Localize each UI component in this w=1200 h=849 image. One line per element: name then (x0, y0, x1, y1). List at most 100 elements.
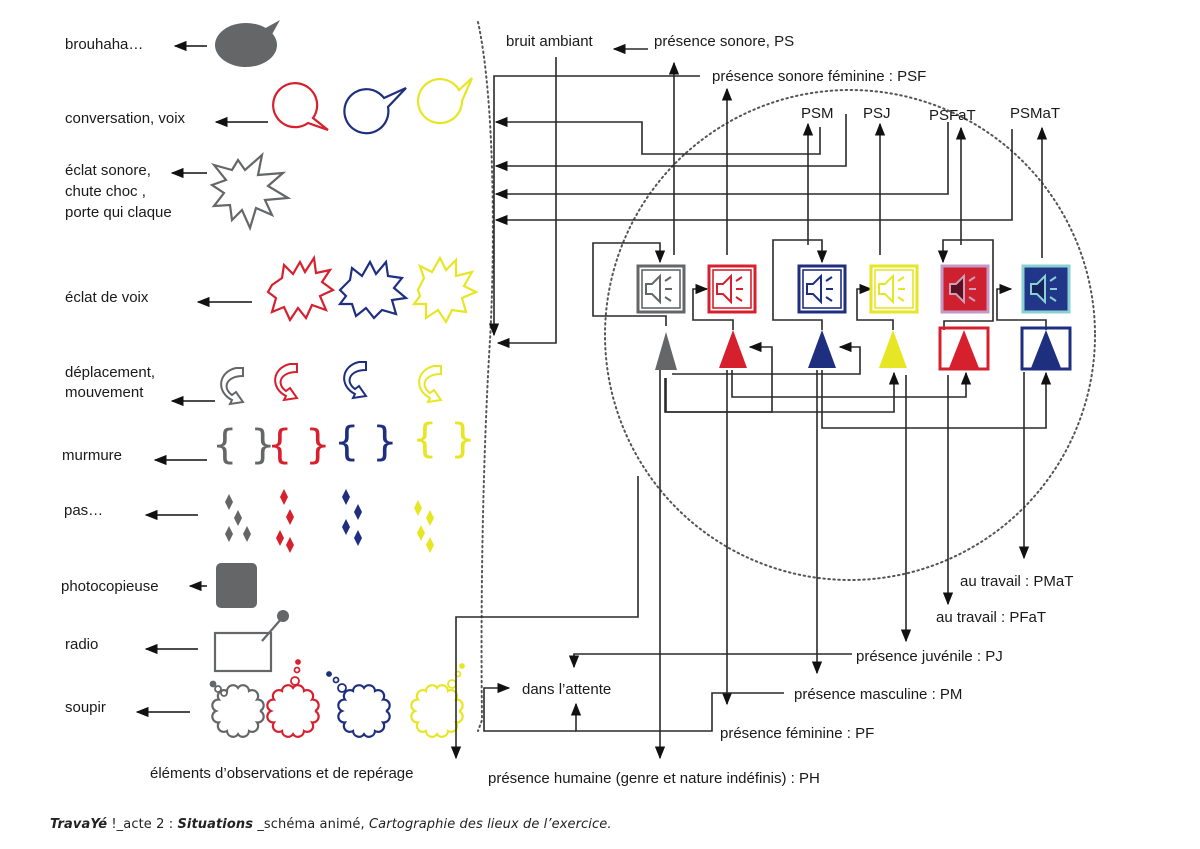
figure-caption: TravaYé !_acte 2 : Situations _schéma an… (50, 817, 612, 832)
label-psm: PSM (801, 105, 834, 122)
legend-item-brouhaha: brouhaha… (65, 20, 280, 67)
svg-text:{ }: { } (334, 419, 398, 465)
svg-text:{ }: { } (412, 416, 476, 462)
legend: brouhaha… conversation, voix éclat sonor… (61, 20, 479, 782)
diamond-mark (286, 537, 294, 553)
svg-text:{ }: { } (267, 422, 331, 468)
legend-item-pas: pas… (64, 489, 434, 553)
svg-text:{ }: { } (212, 422, 276, 468)
cloud-bubble (459, 663, 465, 669)
presence-triangle-icon (938, 326, 990, 371)
caption-part2: _schéma animé, (253, 817, 369, 832)
presence-triangle-icon (719, 330, 747, 368)
photocopier-square-icon (216, 563, 257, 608)
curved-arrow-icon (220, 361, 443, 406)
caption-situations: Situations (177, 817, 254, 832)
label-pmat: au travail : PMaT (960, 573, 1073, 590)
cloud-bubble (332, 676, 340, 684)
caption-title: TravaYé (50, 817, 108, 832)
diamond-mark (280, 489, 288, 505)
label-ph: présence humaine (genre et nature indéfi… (488, 770, 820, 787)
speaker-icon (636, 264, 686, 314)
cloud-shape (266, 684, 320, 738)
legend-label-brouhaha: brouhaha… (65, 36, 143, 53)
cloud-shape (410, 684, 464, 738)
diamond-mark (286, 509, 294, 525)
cloud-bubble (326, 671, 332, 677)
cloud-bubble (295, 659, 301, 665)
legend-item-eclat-sonore: éclat sonore, chute choc , porte qui cla… (65, 152, 292, 232)
cloud-bubble (337, 683, 347, 693)
legend-label-murmure: murmure (62, 447, 122, 464)
legend-label-conversation: conversation, voix (65, 110, 186, 127)
diamond-mark (342, 489, 350, 505)
speaker-icon (869, 264, 919, 314)
speech-bubble-filled-icon (215, 20, 280, 67)
jagged-burst-icon (266, 254, 479, 325)
diamond-mark (276, 530, 284, 546)
cloud-bubble (220, 689, 228, 697)
caption-part1: !_acte 2 : (107, 817, 178, 832)
diamond-mark (417, 525, 425, 541)
legend-item-murmure: murmure { } { } { } { } (62, 416, 476, 468)
diamond-mark (426, 510, 434, 526)
legend-label-radio: radio (65, 636, 98, 653)
radio-antenna-icon (213, 610, 289, 673)
legend-item-photocopieuse: photocopieuse (61, 563, 257, 608)
thought-cloud-icon (209, 659, 465, 738)
legend-label-eclat-sonore-1: éclat sonore, (65, 162, 151, 179)
speaker-icon (1021, 264, 1071, 314)
label-dans-attente: dans l’attente (522, 681, 611, 698)
legend-label-pas: pas… (64, 502, 103, 519)
diamond-mark (414, 500, 422, 516)
presences (655, 326, 1072, 371)
legend-item-deplacement: déplacement, mouvement (65, 361, 443, 407)
legend-label-eclat-sonore-2: chute choc , (65, 183, 146, 200)
legend-label-deplacement-2: mouvement (65, 384, 144, 401)
legend-footer-label: éléments d’observations et de repérage (150, 765, 414, 782)
label-pfat: au travail : PFaT (936, 609, 1046, 626)
diamond-mark (225, 526, 233, 542)
presence-triangle-icon (879, 330, 907, 368)
caption-subtitle: Cartographie des lieux de l’exercice. (369, 817, 612, 832)
cloud-shape (211, 684, 265, 738)
label-presence-sonore-feminine: présence sonore féminine : PSF (712, 68, 926, 85)
presence-triangle-icon (655, 332, 677, 370)
diamond-mark (426, 537, 434, 553)
speech-bubble-icon (272, 77, 474, 135)
label-psfat: PSFaT (929, 107, 976, 124)
diamond-mark (225, 494, 233, 510)
diamond-mark (234, 510, 242, 526)
label-psmat: PSMaT (1010, 105, 1060, 122)
label-psj: PSJ (863, 105, 891, 122)
zone-dotted-circle (604, 89, 1096, 581)
legend-label-soupir: soupir (65, 699, 106, 716)
braces-icon: { } { } { } { } (212, 416, 476, 468)
separator-dotted-curve (477, 21, 494, 732)
legend-label-photocopieuse: photocopieuse (61, 578, 159, 595)
cloud-bubble (209, 680, 217, 688)
speaker-icon (707, 264, 757, 314)
label-pm: présence masculine : PM (794, 686, 962, 703)
speakers (636, 264, 1071, 314)
presence-triangle-icon (808, 330, 836, 368)
wiring (450, 43, 1052, 760)
cloud-bubble (214, 685, 222, 693)
diamond-mark (243, 526, 251, 542)
cloud-shape (337, 684, 391, 738)
cloud-bubble (290, 676, 300, 686)
cloud-bubble (447, 679, 457, 689)
legend-label-deplacement-1: déplacement, (65, 364, 155, 381)
diagram-labels: bruit ambiant présence sonore, PS présen… (488, 33, 1073, 787)
speaker-icon (797, 264, 847, 314)
diamond-mark (354, 504, 362, 520)
diamond-mark (342, 519, 350, 535)
legend-label-eclat-voix: éclat de voix (65, 289, 149, 306)
label-bruit-ambiant: bruit ambiant (506, 33, 594, 50)
presence-triangle-icon (1020, 326, 1072, 371)
label-pf: présence féminine : PF (720, 725, 874, 742)
legend-label-eclat-sonore-3: porte qui claque (65, 204, 172, 221)
starburst-icon (209, 152, 292, 232)
legend-item-soupir: soupir (65, 659, 465, 738)
